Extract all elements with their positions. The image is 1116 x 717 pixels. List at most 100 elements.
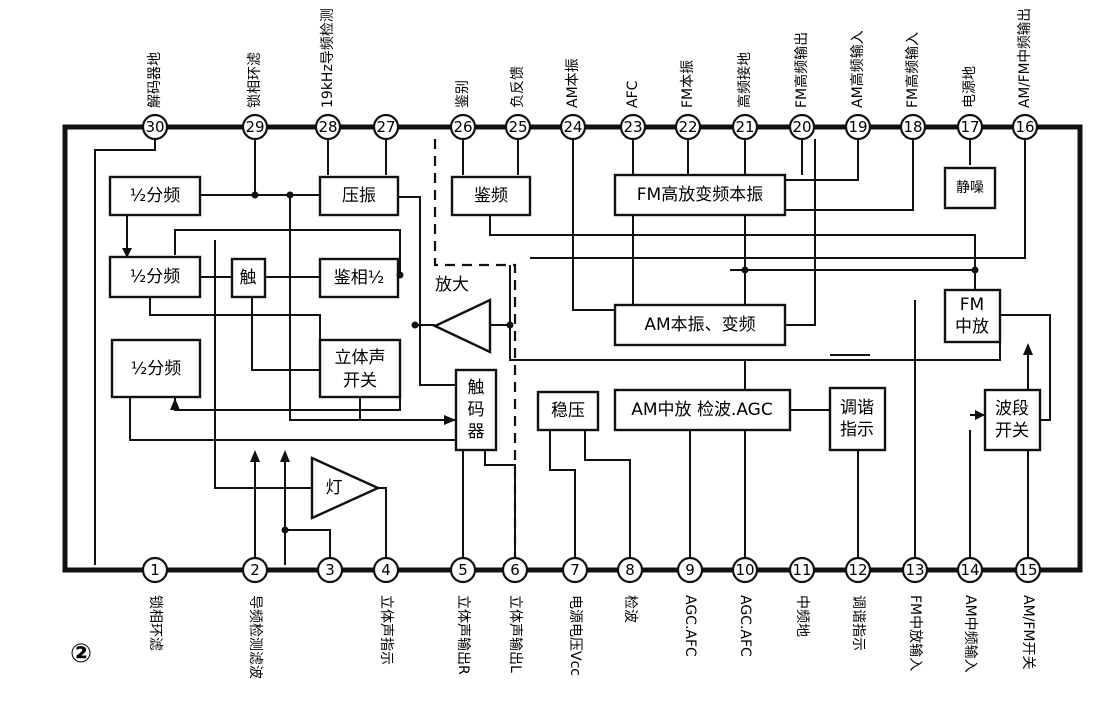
pin-28-label: 19kHz导频检测 (320, 8, 336, 108)
pin-26-circle (449, 113, 477, 141)
block-decoder-line2: 码 (468, 400, 485, 420)
arrow-pin3 (280, 450, 290, 462)
wire-disc-fmif (489, 215, 976, 290)
block-fm-if-line2: 中放 (955, 317, 989, 337)
lamp-driver-triangle (310, 456, 381, 520)
block-tuning-indicator (828, 386, 887, 452)
pin-4-circle (372, 556, 400, 584)
block-fm-if (943, 288, 1002, 344)
pin-19-circle (844, 113, 872, 141)
block-decoder-line3: 器 (468, 422, 485, 442)
pin-12-label: 调谐指示 (850, 595, 866, 651)
arrow-pin2 (250, 450, 260, 462)
pin-30-label: 解码器地 (147, 52, 163, 108)
wire-pin29 (200, 139, 256, 196)
pin-16-circle (1011, 113, 1039, 141)
wire-amosc-pin19 (785, 139, 816, 326)
junction-dots (251, 191, 979, 534)
wire-pin24 (572, 139, 615, 311)
block-phase-detector-label: 鉴相½ (334, 268, 384, 288)
pin-2-label: 导频检测滤波 (247, 595, 263, 679)
pin-2-number: 2 (250, 561, 260, 579)
block-divider-1 (108, 175, 202, 217)
pin-14-circle (956, 556, 984, 584)
pin-14-number: 14 (960, 561, 979, 579)
pin-13-label: FM中放输入 (907, 595, 923, 671)
pin-13-circle (901, 556, 929, 584)
pin-25-label: 负反馈 (510, 66, 526, 108)
pin-21-circle (731, 113, 759, 141)
pin-4-label: 立体声指示 (378, 595, 394, 665)
block-divider-2 (108, 255, 202, 299)
pin-9-circle (676, 556, 704, 584)
lamp-driver-label: 灯 (326, 478, 343, 498)
block-stereo-switch (318, 338, 402, 399)
wire-pin3 (284, 529, 331, 565)
block-stereo-switch-line2: 开关 (343, 371, 377, 391)
block-fm-if-line1: FM (960, 295, 984, 315)
pin-18-circle (899, 113, 927, 141)
wire-trig-stereo (251, 297, 320, 371)
pin-20-label: FM高频输出 (793, 32, 810, 108)
figure-number: ② (70, 639, 92, 669)
pin-10-label: AGC.AFC (737, 595, 753, 657)
block-band-switch (983, 388, 1042, 452)
wire-pin6 (484, 450, 516, 565)
block-decoder-line1: 触 (468, 378, 485, 398)
pin-27-circle (372, 113, 400, 141)
pin-18-number: 18 (903, 118, 922, 136)
junction-dot (396, 271, 404, 279)
pin-26-number: 26 (453, 118, 472, 136)
pin-15-number: 15 (1018, 561, 1037, 579)
wire-lamp-pin4 (378, 487, 387, 565)
pin-19-number: 19 (848, 118, 867, 136)
pin-9-label: AGC.AFC (682, 595, 698, 657)
block-trigger (230, 257, 267, 299)
pin-19-label: AM高频输入 (849, 30, 866, 108)
pin-30-number: 30 (145, 118, 164, 136)
pin-8-label: 检波 (622, 595, 638, 623)
pin-6-circle (501, 556, 529, 584)
pin-23-label: AFC (625, 80, 641, 108)
pin-30-circle (141, 113, 169, 141)
arrow-div1-div2 (122, 248, 132, 258)
pin-12-number: 12 (848, 561, 867, 579)
wire-div2-stereo (149, 297, 321, 340)
pin-10-circle (731, 556, 759, 584)
pin-17-label: 电源地 (962, 66, 978, 108)
block-decoder (454, 368, 498, 452)
wire-pin16 (530, 139, 1026, 259)
block-regulator-label: 稳压 (551, 401, 585, 421)
wire-pin7 (549, 430, 576, 565)
pin-11-circle (788, 556, 816, 584)
pin-17-circle (956, 113, 984, 141)
block-am-if-label: AM中放 检波.AGC (631, 400, 772, 420)
block-vco (318, 175, 400, 217)
junction-dot (971, 266, 979, 274)
pin-5-circle (449, 556, 477, 584)
wire-div3-stereo (174, 397, 401, 411)
signal-wires (94, 139, 1051, 565)
wire-vco-decoder (398, 196, 456, 386)
block-mute-label: 静噪 (956, 180, 984, 196)
block-am-if (613, 388, 792, 432)
pin-2-circle (241, 556, 269, 584)
block-trigger-label: 触 (240, 268, 257, 288)
pin-22-circle (674, 113, 702, 141)
pin-8-number: 8 (625, 561, 635, 579)
amplifier-label: 放大 (435, 275, 469, 295)
pin-6-number: 6 (510, 561, 520, 579)
pin-13-number: 13 (905, 561, 924, 579)
pin-22-label: FM本振 (680, 60, 696, 108)
junction-dot (286, 191, 294, 199)
wire-lamp-in (214, 240, 312, 489)
pin-3-number: 3 (325, 561, 335, 579)
pin-12-circle (844, 556, 872, 584)
pin-7-label: 电源电压Vcc (567, 595, 583, 676)
pin-4-number: 4 (381, 561, 391, 579)
pin-21-label: 高频接地 (736, 52, 753, 108)
block-fm-frontend (613, 173, 787, 217)
block-phase-detector (318, 257, 400, 299)
